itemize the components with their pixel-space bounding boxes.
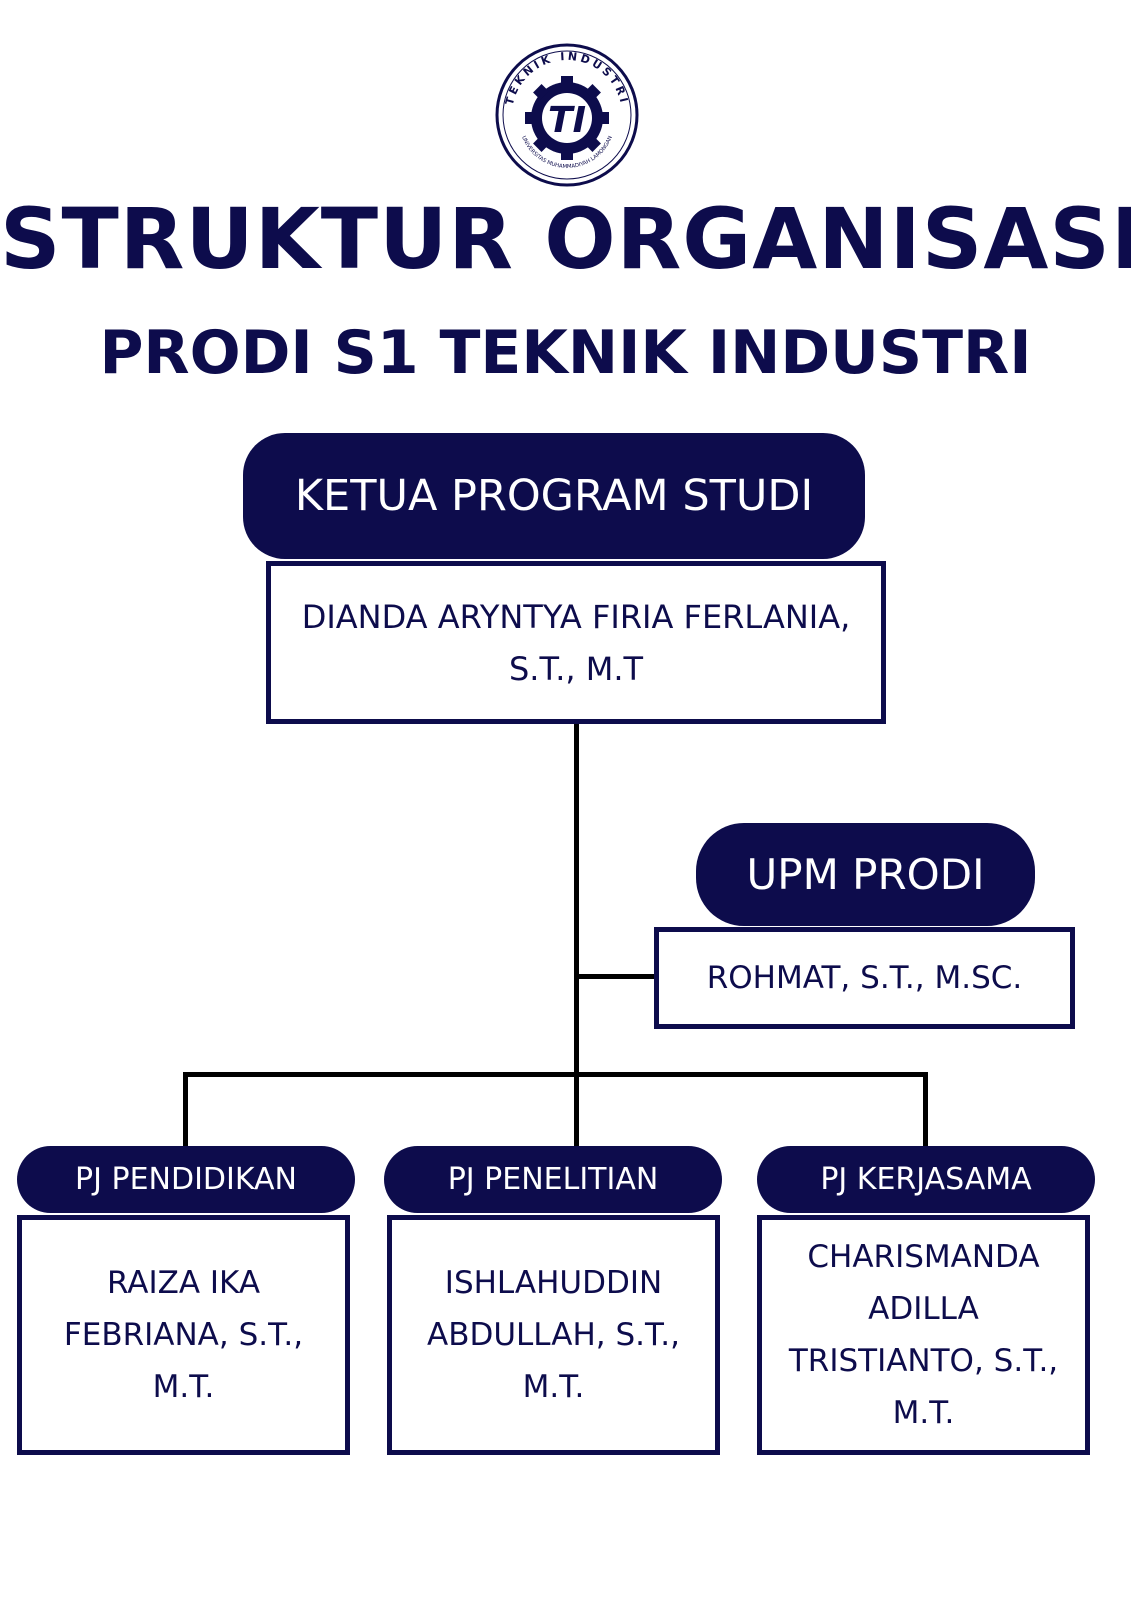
connector-branch-center <box>574 1072 579 1147</box>
connector-trunk <box>574 722 579 1075</box>
unit-name-box-pendidikan: RAIZA IKA FEBRIANA, S.T., M.T. <box>17 1215 350 1455</box>
connector-branch-horizontal <box>183 1072 928 1077</box>
head-name-line1: DIANDA ARYNTYA FIRIA FERLANIA, <box>301 597 851 636</box>
unit-name-line: RAIZA IKA <box>106 1265 261 1301</box>
unit-name-line: CHARISMANDA <box>807 1239 1040 1275</box>
unit-name-line: ISHLAHUDDIN <box>444 1265 663 1301</box>
unit-name-line: M.T. <box>522 1369 585 1405</box>
unit-name-line: ADILLA <box>868 1291 979 1327</box>
connector-branch-right <box>923 1072 928 1147</box>
upm-role-label: UPM PRODI <box>696 823 1035 926</box>
head-name-box: DIANDA ARYNTYA FIRIA FERLANIA, S.T., M.T <box>266 561 886 724</box>
head-name-line2: S.T., M.T <box>508 649 644 688</box>
connector-upm <box>574 974 657 979</box>
connector-branch-left <box>183 1072 188 1147</box>
unit-role-label-penelitian: PJ PENELITIAN <box>384 1146 722 1213</box>
logo-emblem: TI <box>548 100 586 141</box>
head-role-label: KETUA PROGRAM STUDI <box>243 433 865 559</box>
page-subtitle: PRODI S1 TEKNIK INDUSTRI <box>99 318 1032 388</box>
page-title: STRUKTUR ORGANISASI <box>0 190 1131 288</box>
upm-name-box: ROHMAT, S.T., M.SC. <box>654 927 1075 1029</box>
unit-name-line: TRISTIANTO, S.T., <box>788 1343 1059 1379</box>
unit-name-line: ABDULLAH, S.T., <box>426 1317 680 1353</box>
unit-role-label-pendidikan: PJ PENDIDIKAN <box>17 1146 355 1213</box>
unit-name-box-penelitian: ISHLAHUDDIN ABDULLAH, S.T., M.T. <box>387 1215 720 1455</box>
unit-role-label-kerjasama: PJ KERJASAMA <box>757 1146 1095 1213</box>
unit-name-line: M.T. <box>152 1369 215 1405</box>
teknik-industri-logo: TEKNIK INDUSTRI UNIVERSITAS MUHAMMADIYAH… <box>495 43 639 187</box>
unit-name-line: M.T. <box>892 1395 955 1431</box>
unit-name-box-kerjasama: CHARISMANDA ADILLA TRISTIANTO, S.T., M.T… <box>757 1215 1090 1455</box>
unit-name-line: FEBRIANA, S.T., <box>63 1317 304 1353</box>
